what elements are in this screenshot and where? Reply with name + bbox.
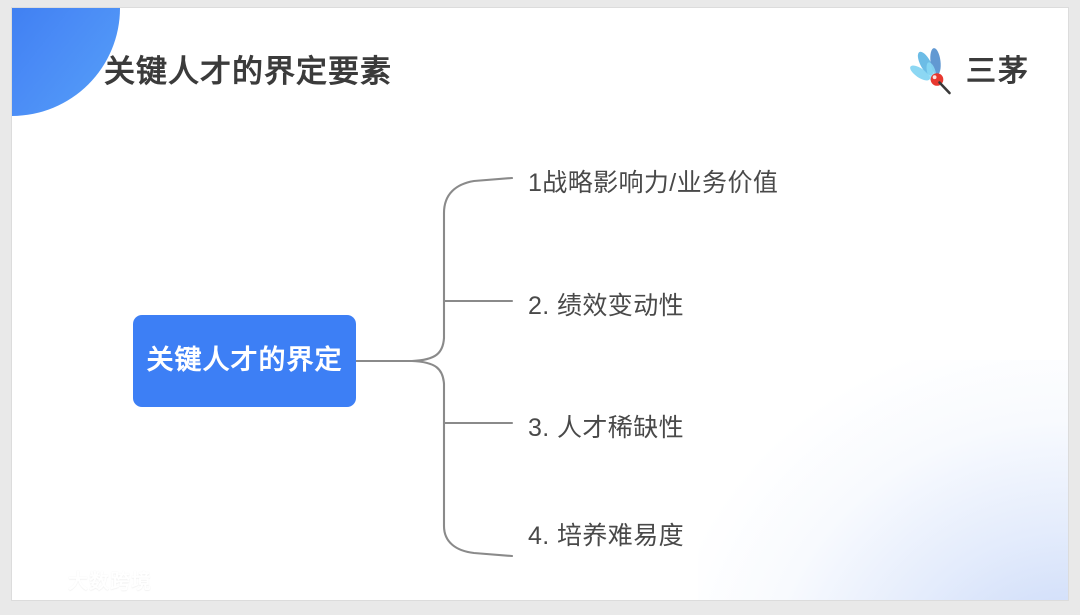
corner-disc-decoration bbox=[12, 8, 212, 188]
connector-spine-lower bbox=[410, 359, 514, 558]
mindmap-branch-3[interactable]: 3. 人才稀缺性 bbox=[528, 414, 684, 442]
brand-name: 三茅 bbox=[966, 55, 1030, 88]
mindmap-branch-4[interactable]: 4. 培养难易度 bbox=[528, 522, 684, 550]
page-title: 关键人才的界定要素 bbox=[104, 54, 392, 89]
mindmap: 关键人才的界定 1战略影响力/业务价值 2. 绩效变动性 3. 人才稀缺性 4.… bbox=[12, 8, 1068, 600]
mindmap-root-node[interactable]: 关键人才的界定 bbox=[133, 315, 356, 407]
mindmap-connectors bbox=[354, 176, 514, 558]
connector-spine-upper bbox=[410, 176, 514, 363]
mindmap-branch-1[interactable]: 1战略影响力/业务价值 bbox=[528, 169, 779, 197]
slide-canvas: 关键人才的界定要素 三茅 bbox=[12, 8, 1068, 600]
brand-lockup: 三茅 bbox=[906, 46, 1030, 98]
dragonfly-icon bbox=[910, 48, 951, 95]
mindmap-branch-2[interactable]: 2. 绩效变动性 bbox=[528, 292, 684, 320]
